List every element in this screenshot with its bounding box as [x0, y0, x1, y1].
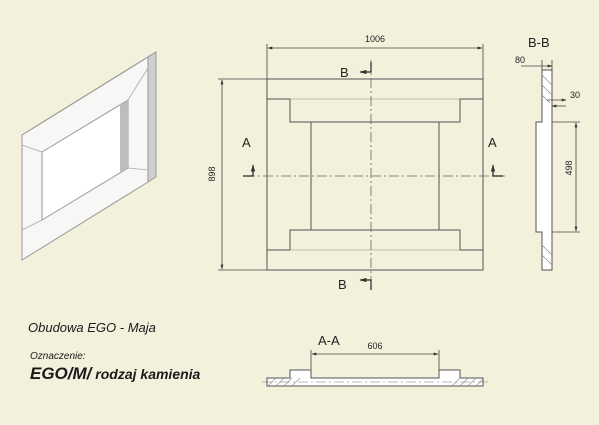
- section-a-left-label: A: [242, 135, 251, 150]
- outer-frame-outline: [266, 78, 484, 271]
- section-a-right-label: A: [488, 135, 497, 150]
- section-b-top-label: B: [340, 65, 349, 80]
- width-dim-text: 1006: [365, 34, 385, 44]
- section-aa-profile: [266, 369, 484, 387]
- height-dim-text: 898: [207, 166, 217, 181]
- section-b-bottom-arrow: [359, 277, 372, 290]
- section-bb-view: B-B 80 30 498: [515, 35, 580, 271]
- iso-right-side: [147, 51, 157, 183]
- section-b-top-arrow: [359, 62, 372, 75]
- isometric-frame-view: [21, 51, 157, 261]
- bb-depth-dim: 80: [515, 55, 525, 65]
- aa-opening-dim: 606: [367, 341, 382, 351]
- iso-opening-shadow: [120, 100, 128, 173]
- iso-panel-joint: [127, 67, 149, 101]
- iso-panel-joint: [21, 219, 43, 231]
- designation-code: EGO/M/ rodzaj kamienia: [30, 364, 200, 384]
- designation-label: Oznaczenie:: [30, 351, 86, 362]
- section-aa-view: A-A 606: [262, 333, 490, 387]
- iso-panel-joint: [21, 144, 43, 153]
- designation-code-suffix: rodzaj kamienia: [91, 366, 201, 382]
- front-height-dimension: [218, 78, 267, 271]
- section-b-bottom-label: B: [338, 277, 347, 292]
- iso-bottom-shadow: [22, 177, 156, 260]
- section-a-left-arrow: [243, 164, 256, 177]
- bb-opening-dim: 498: [564, 160, 574, 175]
- iso-panel-joint: [127, 167, 149, 171]
- section-a-right-arrow: [490, 164, 503, 177]
- section-bb-title: B-B: [528, 35, 550, 50]
- section-bb-hatch: [541, 74, 553, 266]
- product-name: Obudowa EGO - Maja: [28, 320, 156, 335]
- bb-step-dim: 30: [570, 90, 580, 100]
- section-bb-profile: [535, 69, 553, 271]
- front-view: [245, 60, 505, 290]
- designation-code-main: EGO/M/: [30, 364, 92, 383]
- section-markers: [243, 62, 503, 290]
- section-aa-title: A-A: [318, 333, 340, 348]
- front-width-dimension: [266, 44, 484, 79]
